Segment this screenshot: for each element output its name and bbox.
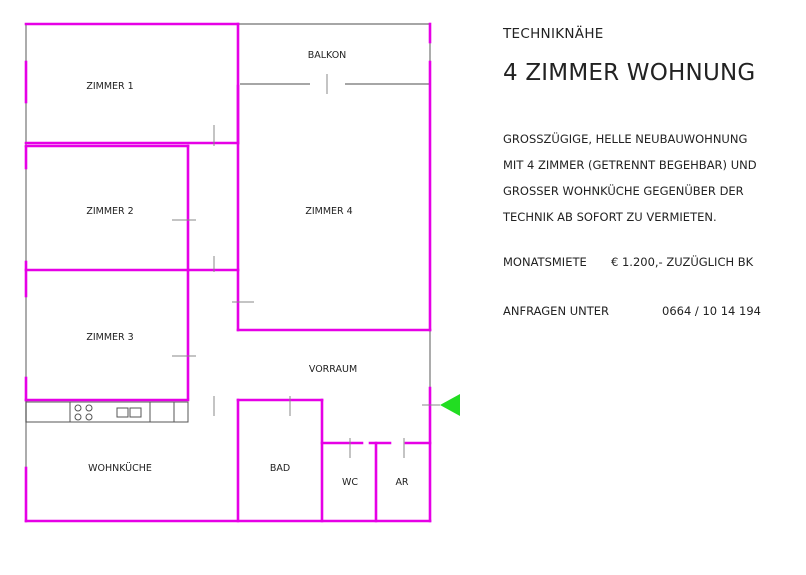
door-marks xyxy=(172,74,440,458)
room-label-wohnkueche: WOHNKÜCHE xyxy=(88,463,152,474)
listing-title: 4 ZIMMER WOHNUNG xyxy=(503,60,756,86)
room-label-wc: WC xyxy=(342,477,358,488)
rent-value: € 1.200,- ZUZÜGLICH BK xyxy=(611,255,754,269)
kitchen-counter xyxy=(25,401,189,423)
description-line: MIT 4 ZIMMER (GETRENNT BEGEHBAR) UND xyxy=(503,158,757,172)
room-label-vorraum: VORRAUM xyxy=(309,364,357,375)
contact-phone: 0664 / 10 14 194 xyxy=(662,304,761,318)
room-label-ar: AR xyxy=(395,477,408,488)
room-label-zimmer-4: ZIMMER 4 xyxy=(305,206,352,217)
stove-icon xyxy=(74,404,93,421)
room-label-bad: BAD xyxy=(270,463,290,474)
description-line: GROSSER WOHNKÜCHE GEGENÜBER DER xyxy=(503,184,744,198)
contact-row: ANFRAGEN UNTER 0664 / 10 14 194 xyxy=(503,304,761,318)
contact-label: ANFRAGEN UNTER xyxy=(503,304,610,318)
rent-label: MONATSMIETE xyxy=(503,255,587,269)
sink-icon xyxy=(116,407,142,418)
room-label-zimmer-1: ZIMMER 1 xyxy=(86,81,133,92)
rent-row: MONATSMIETE € 1.200,- ZUZÜGLICH BK xyxy=(503,255,753,269)
new-walls xyxy=(24,22,432,523)
entrance-arrow-icon xyxy=(440,394,460,416)
floor-plan: ZIMMER 1 BALKON ZIMMER 2 ZIMMER 4 ZIMMER… xyxy=(24,22,460,523)
description-line: TECHNIK AB SOFORT ZU VERMIETEN. xyxy=(503,210,717,224)
listing-subtitle: TECHNIKNÄHE xyxy=(503,26,604,42)
room-label-balkon: BALKON xyxy=(308,50,347,61)
description-line: GROSSZÜGIGE, HELLE NEUBAUWOHNUNG xyxy=(503,132,748,146)
room-label-zimmer-2: ZIMMER 2 xyxy=(86,206,133,217)
room-label-zimmer-3: ZIMMER 3 xyxy=(86,332,133,343)
existing-walls xyxy=(25,23,431,522)
listing-description: GROSSZÜGIGE, HELLE NEUBAUWOHNUNG MIT 4 Z… xyxy=(503,126,773,230)
